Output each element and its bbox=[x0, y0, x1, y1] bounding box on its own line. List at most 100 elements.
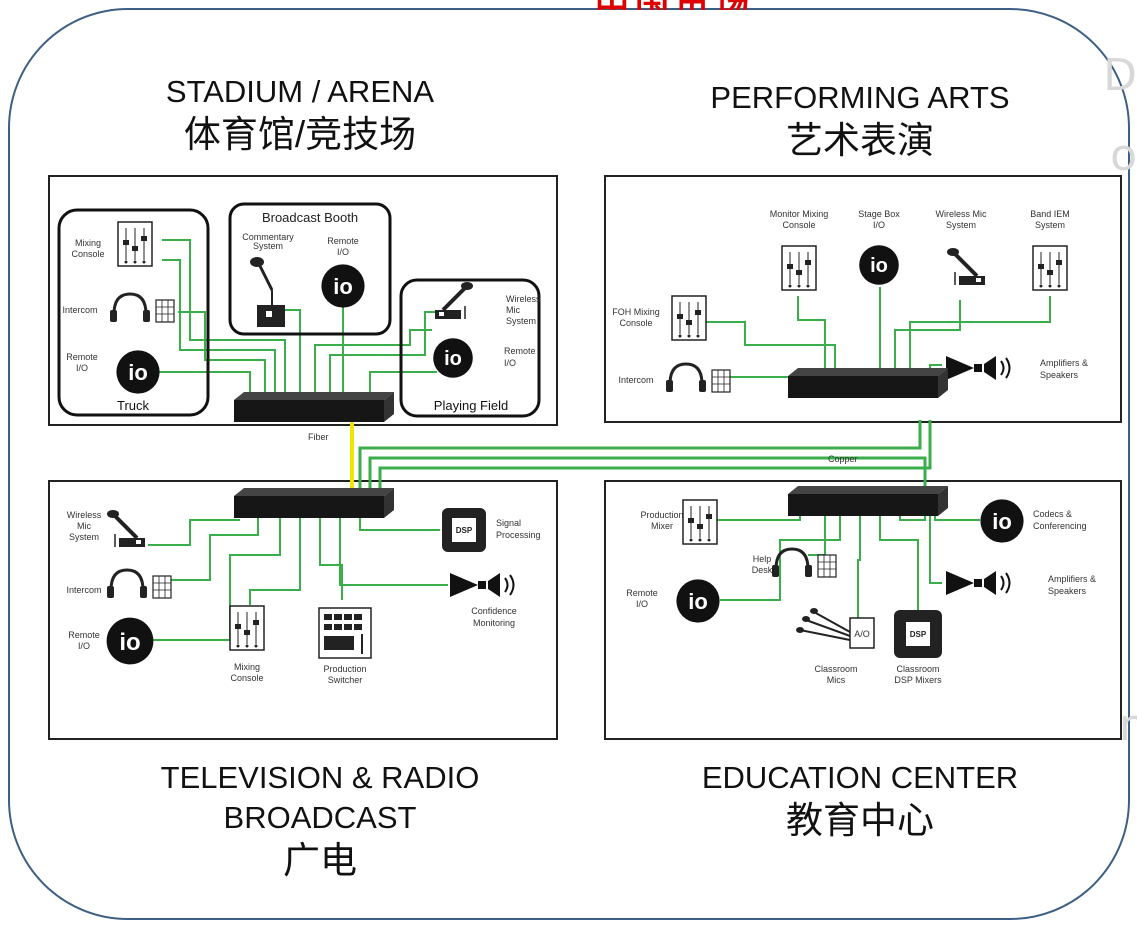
help-desk-intercom-icon bbox=[770, 547, 838, 579]
tv-heading-en-line2: BROADCAST bbox=[223, 800, 417, 835]
tv-wireless-label-1: Wireless bbox=[67, 510, 102, 520]
stadium-mixing-console-icon bbox=[117, 221, 153, 267]
field-remote-label-2: I/O bbox=[504, 358, 516, 368]
tv-wireless-mic-icon bbox=[105, 508, 147, 549]
field-wireless-mic-icon bbox=[433, 280, 475, 321]
stadium-panel bbox=[48, 175, 558, 426]
top-banner-title: 中国市场 bbox=[595, 0, 845, 10]
classroom-dsp-label-2: DSP Mixers bbox=[894, 675, 942, 685]
perf-speaker-icon bbox=[945, 355, 1011, 381]
svg-text:io: io bbox=[992, 509, 1012, 534]
perf-wireless-label-1: Wireless Mic bbox=[936, 209, 987, 219]
playing-field-label: Playing Field bbox=[434, 398, 508, 413]
classroom-mics-label-1: Classroom bbox=[814, 664, 857, 674]
production-mixer-icon bbox=[682, 499, 718, 545]
monitor-mixing-label-1: Monitor Mixing bbox=[770, 209, 829, 219]
switcher-label-2: Switcher bbox=[328, 675, 363, 685]
stadium-heading-cn: 体育馆/竞技场 bbox=[183, 114, 417, 155]
band-iem-label-1: Band IEM bbox=[1030, 209, 1070, 219]
tv-wireless-label-2: Mic bbox=[77, 521, 91, 531]
monitor-mixing-label-2: Console bbox=[782, 220, 815, 230]
stadium-heading-en: STADIUM / ARENA bbox=[165, 74, 435, 109]
booth-remote-label-2: I/O bbox=[337, 247, 349, 257]
performing-heading: PERFORMING ARTS 艺术表演 bbox=[660, 78, 1060, 164]
booth-remote-io-icon: io bbox=[321, 264, 365, 308]
truck-remote-io-icon: io bbox=[116, 350, 160, 394]
stadium-intercom-label: Intercom bbox=[62, 305, 97, 315]
edu-amp-label-1: Amplifiers & bbox=[1048, 574, 1096, 584]
edu-network-switch bbox=[788, 486, 948, 516]
performing-heading-en: PERFORMING ARTS bbox=[710, 80, 1010, 115]
truck-label: Truck bbox=[117, 398, 150, 413]
codecs-label-2: Conferencing bbox=[1033, 521, 1087, 531]
commentary-mic-icon bbox=[250, 257, 285, 327]
edu-remote-label-1: Remote bbox=[626, 588, 658, 598]
confidence-label-1: Confidence bbox=[471, 606, 517, 616]
stadium-mixing-label-2: Console bbox=[71, 249, 104, 259]
signal-label-2: Processing bbox=[496, 530, 541, 540]
performing-wiring bbox=[690, 287, 1051, 378]
svg-text:DSP: DSP bbox=[456, 526, 473, 535]
tv-intercom-label: Intercom bbox=[66, 585, 101, 595]
outer-frame bbox=[8, 8, 1130, 920]
copper-link-3 bbox=[378, 420, 932, 490]
stage-box-label-2: I/O bbox=[873, 220, 885, 230]
field-wireless-label-2: Mic bbox=[506, 305, 520, 315]
svg-text:io: io bbox=[444, 348, 462, 370]
commentary-label-1: Commentary bbox=[242, 232, 294, 242]
tv-panel bbox=[48, 480, 558, 740]
perf-wireless-mic-icon bbox=[945, 246, 987, 287]
edu-remote-label-2: I/O bbox=[636, 599, 648, 609]
confidence-speaker-icon bbox=[449, 572, 515, 598]
svg-text:DSP: DSP bbox=[910, 630, 927, 639]
copper-link-1 bbox=[358, 420, 922, 490]
perf-intercom-label: Intercom bbox=[618, 375, 653, 385]
signal-label-1: Signal bbox=[496, 518, 521, 528]
switcher-label-1: Production bbox=[323, 664, 366, 674]
performing-heading-cn: 艺术表演 bbox=[786, 120, 934, 161]
tv-heading-en-line1: TELEVISION & RADIO bbox=[160, 760, 480, 795]
booth-remote-label-1: Remote bbox=[327, 236, 359, 246]
edu-wiring bbox=[702, 515, 980, 620]
classroom-dsp-icon: DSP bbox=[894, 610, 942, 658]
svg-text:io: io bbox=[119, 629, 140, 656]
perf-amp-label-1: Amplifiers & bbox=[1040, 358, 1088, 368]
tv-intercom-icon bbox=[105, 568, 173, 600]
tv-heading-cn: 广电 bbox=[283, 840, 357, 881]
truck-box bbox=[57, 208, 210, 417]
svg-text:io: io bbox=[870, 255, 888, 277]
watermark-letter-2: o bbox=[1110, 130, 1137, 181]
svg-text:io: io bbox=[688, 589, 708, 614]
tv-remote-io-icon: io bbox=[106, 617, 154, 665]
edu-heading: EDUCATION CENTER 教育中心 bbox=[660, 758, 1060, 844]
help-desk-label-2: Desk bbox=[752, 565, 773, 575]
perf-amp-label-2: Speakers bbox=[1040, 370, 1079, 380]
stadium-heading: STADIUM / ARENA 体育馆/竞技场 bbox=[100, 72, 500, 158]
help-desk-label-1: Help bbox=[753, 554, 772, 564]
copper-label: Copper bbox=[828, 454, 858, 464]
band-iem-label-2: System bbox=[1035, 220, 1065, 230]
fiber-label: Fiber bbox=[308, 432, 329, 442]
watermark-letter-3: r bbox=[1118, 700, 1137, 751]
production-switcher-icon bbox=[318, 607, 372, 659]
tv-remote-label-2: I/O bbox=[78, 641, 90, 651]
tv-wireless-label-3: System bbox=[69, 532, 99, 542]
perf-wireless-label-2: System bbox=[946, 220, 976, 230]
edu-heading-cn: 教育中心 bbox=[786, 800, 934, 841]
tv-remote-label-1: Remote bbox=[68, 630, 100, 640]
codecs-io-icon: io bbox=[980, 499, 1024, 543]
field-wireless-label-1: Wireless bbox=[506, 294, 541, 304]
tv-mixing-console-icon bbox=[229, 605, 265, 651]
field-remote-io-icon: io bbox=[433, 338, 473, 378]
commentary-label-2: System bbox=[253, 241, 283, 251]
codecs-label-1: Codecs & bbox=[1033, 509, 1072, 519]
tv-heading: TELEVISION & RADIO BROADCAST 广电 bbox=[120, 758, 520, 884]
svg-text:io: io bbox=[333, 274, 353, 299]
band-iem-icon bbox=[1032, 245, 1068, 291]
classroom-dsp-label-1: Classroom bbox=[896, 664, 939, 674]
stadium-mixing-label-1: Mixing bbox=[75, 238, 101, 248]
performing-panel bbox=[604, 175, 1122, 423]
tv-mixing-label-1: Mixing bbox=[234, 662, 260, 672]
perf-intercom-icon bbox=[664, 362, 732, 394]
